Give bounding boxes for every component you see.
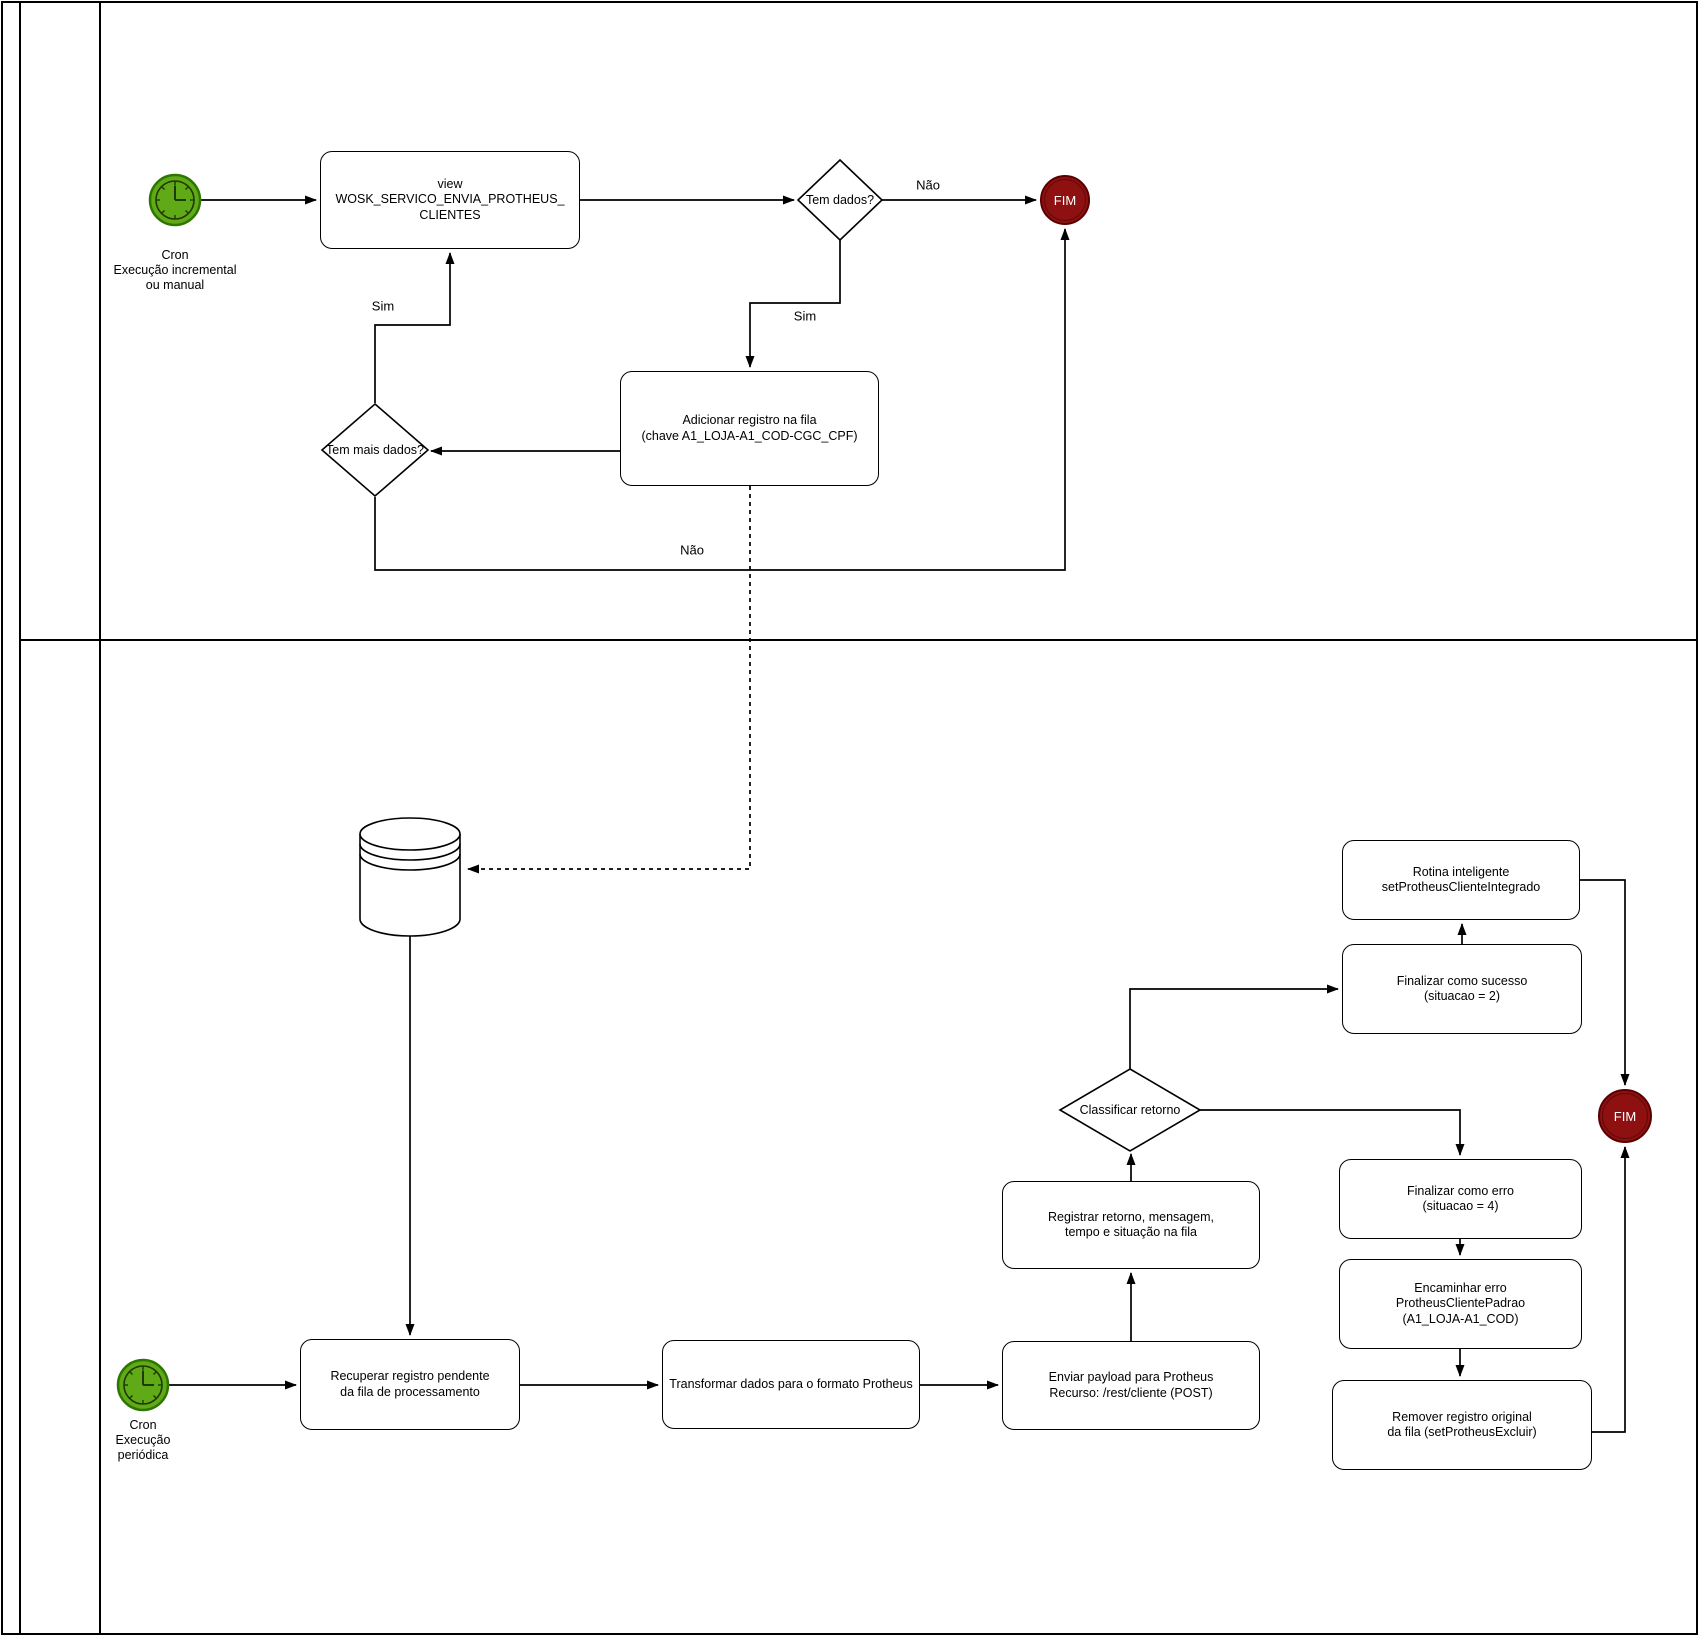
timer-start-event-incremental[interactable] — [145, 170, 205, 230]
task-view-wosk-servico[interactable]: view WOSK_SERVICO_ENVIA_PROTHEUS_ CLIENT… — [320, 151, 580, 249]
task-label: Enviar payload para Protheus Recurso: /r… — [1048, 1370, 1214, 1400]
pool-title-bar-line — [19, 1, 21, 1635]
task-rotina-inteligente[interactable]: Rotina inteligente setProtheusClienteInt… — [1342, 840, 1580, 920]
task-label: Recuperar registro pendente da fila de p… — [330, 1369, 490, 1399]
edge-label-sim-loop: Sim — [369, 298, 397, 314]
gateway-tem-dados[interactable]: Tem dados? — [796, 158, 884, 242]
edge-temmaisdados-nao-to-fim — [374, 228, 1070, 571]
edge-adicionar-to-database-dashed — [467, 486, 751, 874]
gateway-label: Tem mais dados? — [326, 443, 424, 457]
gateway-classificar-retorno[interactable]: Classificar retorno — [1058, 1067, 1202, 1153]
gateway-label: Tem dados? — [805, 193, 875, 207]
task-finalizar-sucesso[interactable]: Finalizar como sucesso (situacao = 2) — [1342, 944, 1582, 1034]
edge-label-sim: Sim — [791, 308, 819, 324]
end-event-top[interactable]: FIM — [1040, 175, 1090, 225]
task-label: Finalizar como sucesso (situacao = 2) — [1396, 973, 1528, 1003]
task-label: view WOSK_SERVICO_ENVIA_PROTHEUS_ CLIENT… — [335, 177, 565, 222]
task-label: Rotina inteligente setProtheusClienteInt… — [1381, 864, 1541, 894]
task-label: Transformar dados para o formato Protheu… — [669, 1376, 913, 1391]
end-event-bottom[interactable]: FIM — [1598, 1089, 1652, 1143]
edge-temmaisdados-sim-to-view — [374, 252, 455, 403]
task-label: Encaminhar erro ProtheusClientePadrao (A… — [1395, 1281, 1526, 1326]
task-finalizar-erro[interactable]: Finalizar como erro (situacao = 4) — [1339, 1159, 1582, 1239]
edge-classificar-to-sucesso — [1129, 984, 1339, 1069]
edge-label-nao: Não — [914, 177, 942, 193]
gateway-tem-mais-dados[interactable]: Tem mais dados? — [320, 402, 430, 498]
end-event-label: FIM — [1613, 1108, 1637, 1124]
task-transformar-dados[interactable]: Transformar dados para o formato Protheu… — [662, 1340, 920, 1429]
edge-temdados-sim-to-adicionar — [745, 240, 841, 368]
lane-title-bar-line — [99, 1, 101, 1635]
edge-remover-to-fim2 — [1592, 1146, 1630, 1433]
edge-classificar-to-erro — [1200, 1109, 1465, 1156]
task-registrar-retorno[interactable]: Registrar retorno, mensagem, tempo e sit… — [1002, 1181, 1260, 1269]
database-cylinder[interactable] — [358, 816, 462, 938]
end-event-label: FIM — [1053, 192, 1077, 208]
task-label: Remover registro original da fila (setPr… — [1387, 1409, 1537, 1439]
timer-caption-periodica: Cron Execução periódica — [115, 1418, 171, 1462]
task-label: Registrar retorno, mensagem, tempo e sit… — [1047, 1209, 1215, 1239]
edge-label-nao-loop: Não — [678, 542, 706, 558]
task-label: Finalizar como erro (situacao = 4) — [1407, 1183, 1514, 1213]
task-enviar-payload[interactable]: Enviar payload para Protheus Recurso: /r… — [1002, 1341, 1260, 1430]
task-encaminhar-erro[interactable]: Encaminhar erro ProtheusClientePadrao (A… — [1339, 1259, 1582, 1349]
task-label: Adicionar registro na fila (chave A1_LOJ… — [641, 413, 858, 443]
task-adicionar-registro[interactable]: Adicionar registro na fila (chave A1_LOJ… — [620, 371, 879, 486]
timer-start-event-periodica[interactable] — [113, 1355, 173, 1415]
edge-rotina-to-fim2 — [1580, 879, 1630, 1086]
task-remover-registro[interactable]: Remover registro original da fila (setPr… — [1332, 1380, 1592, 1470]
lane-divider — [19, 639, 1698, 641]
timer-caption-incremental: Cron Execução incremental ou manual — [113, 248, 237, 292]
gateway-label: Classificar retorno — [1079, 1103, 1181, 1117]
task-recuperar-registro[interactable]: Recuperar registro pendente da fila de p… — [300, 1339, 520, 1430]
